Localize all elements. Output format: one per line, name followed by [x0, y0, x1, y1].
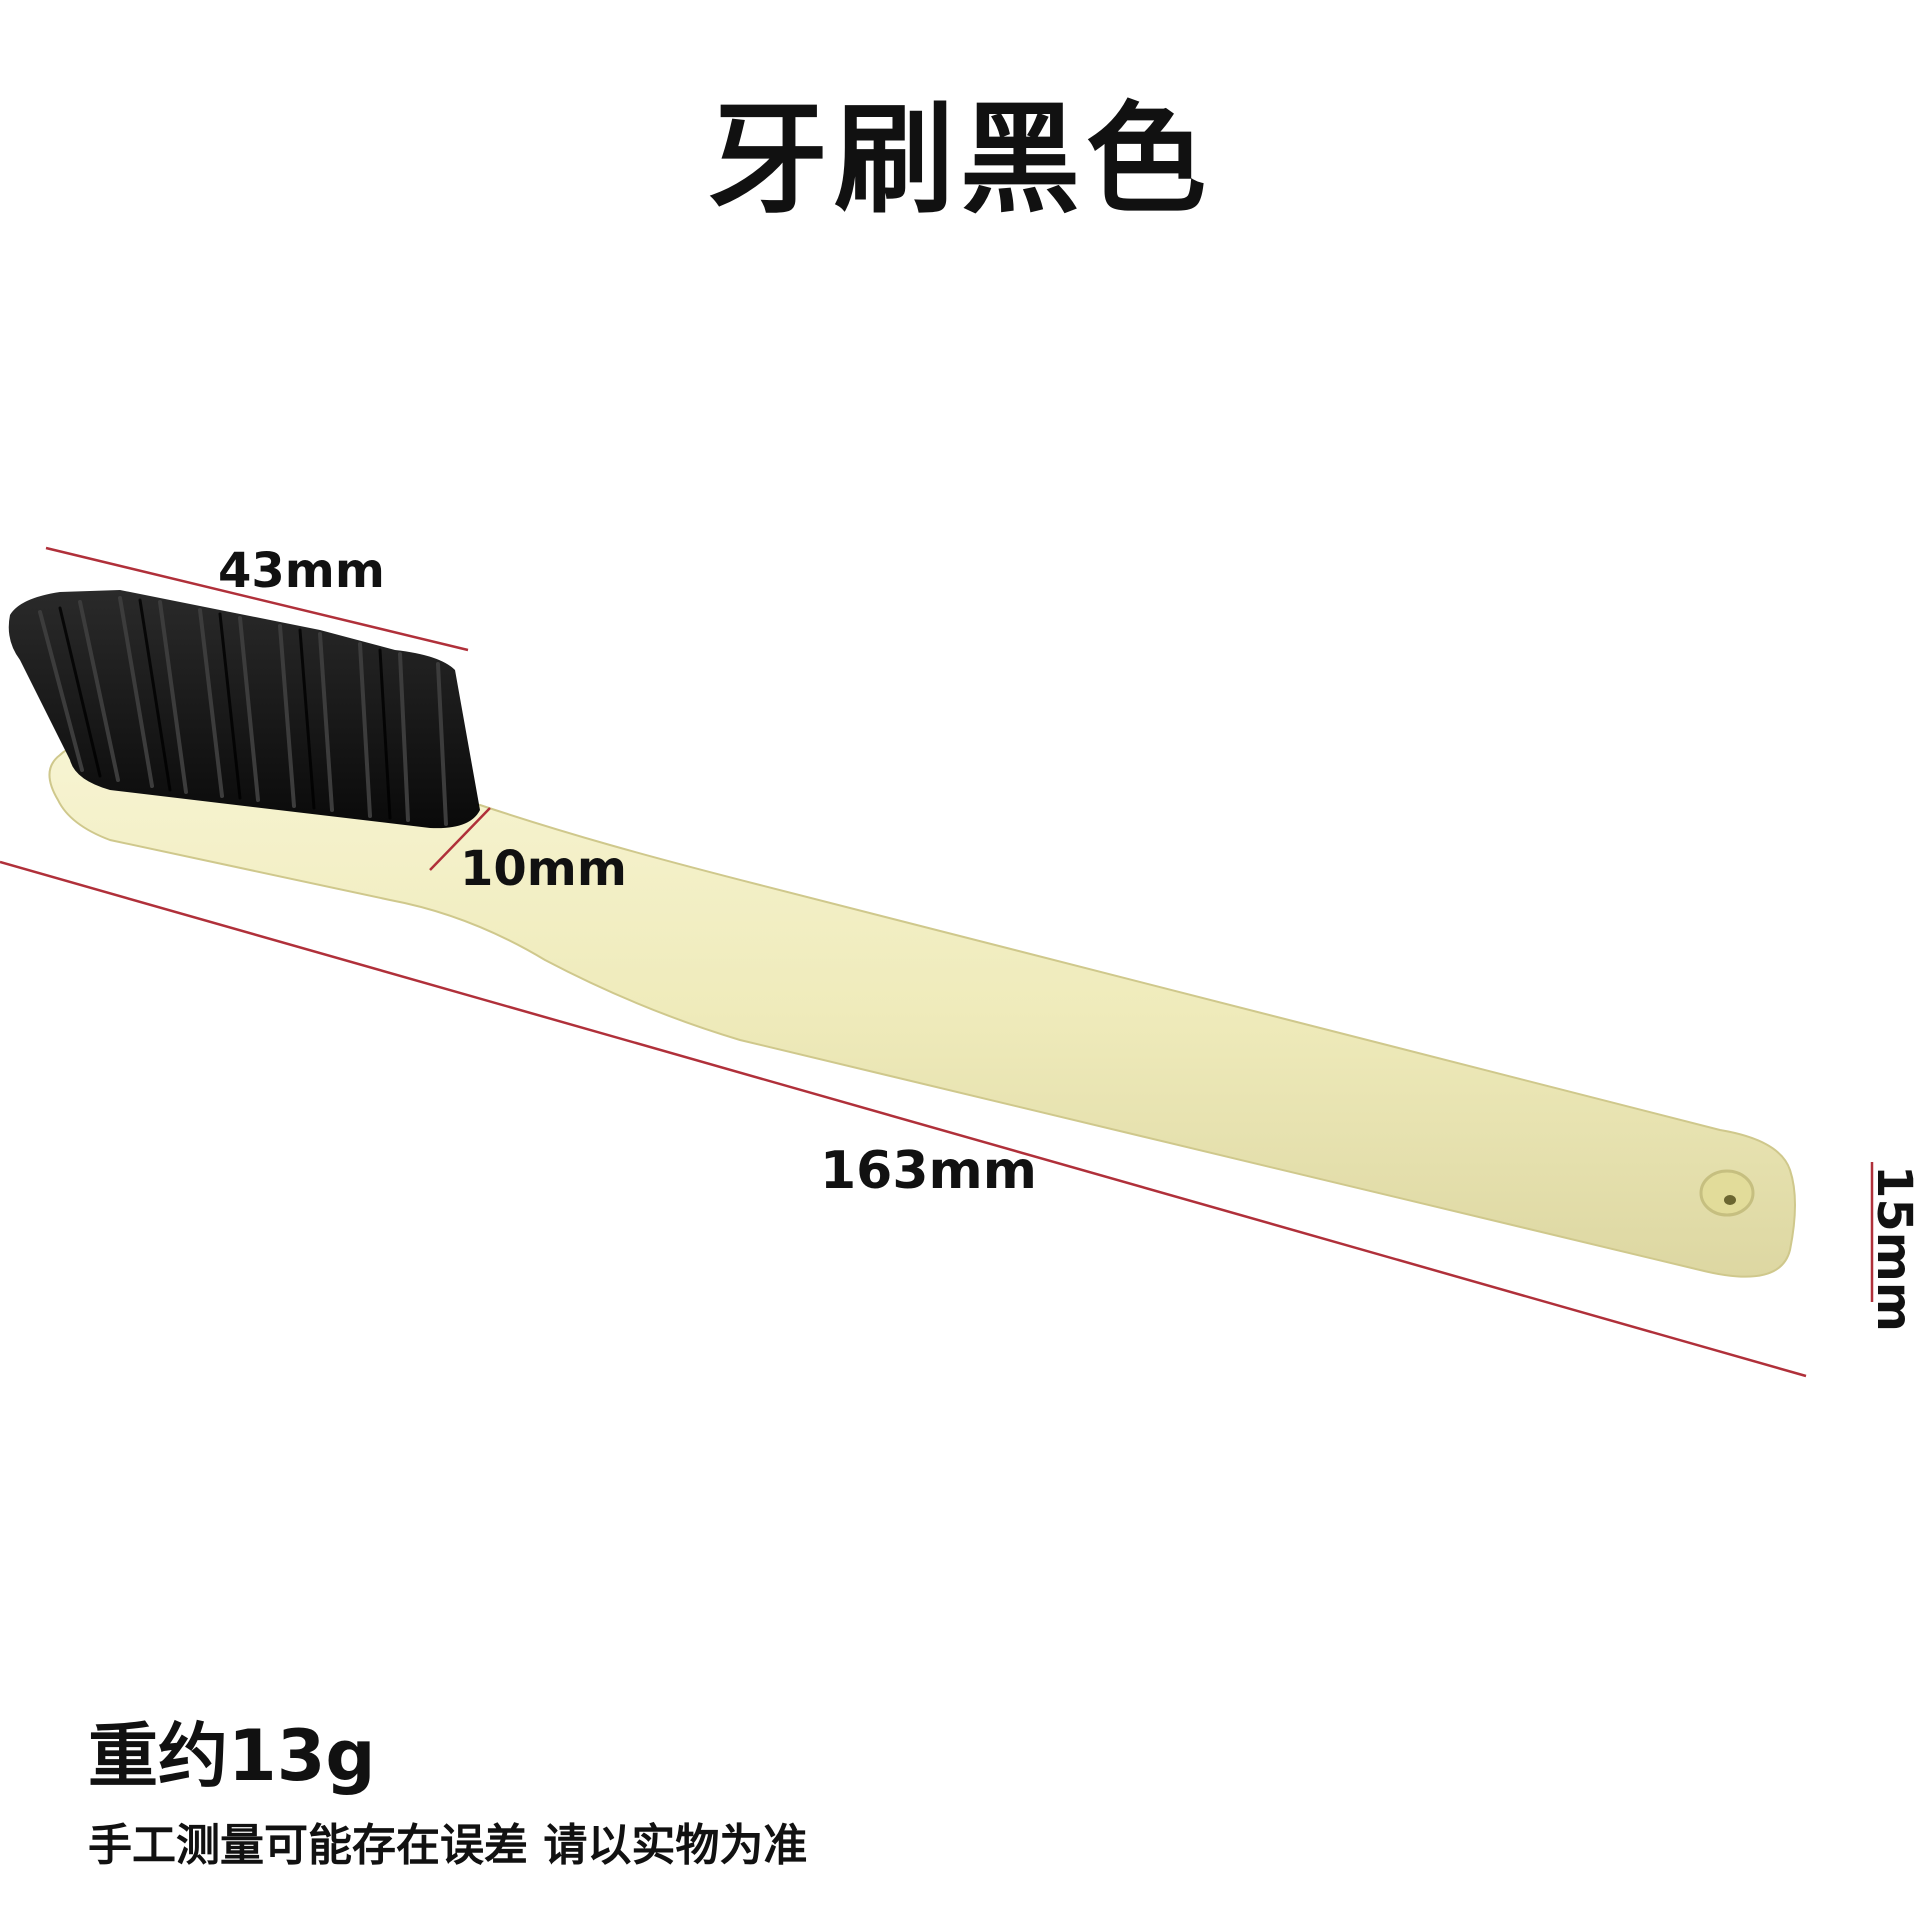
handle-hole [1699, 1169, 1755, 1217]
bristle-strands [38, 596, 448, 826]
head-length-line [45, 546, 469, 652]
head-thickness-line [429, 807, 491, 871]
toothbrush-handle [48, 742, 1796, 1278]
head-thickness-label: 10mm [460, 841, 627, 897]
disclaimer-text: 手工测量可能存在误差 请以实物为准 [88, 1820, 808, 1871]
page-title: 牙刷黑色 [708, 91, 1212, 230]
weight-text: 重约13g [88, 1715, 376, 1797]
dimension-lines [0, 546, 1874, 1378]
handle-width-label: 15mm [1866, 1165, 1920, 1332]
head-length-label: 43mm [218, 543, 385, 599]
total-length-line [0, 860, 1807, 1378]
toothbrush-icon [8, 590, 1796, 1278]
total-length-label: 163mm [820, 1141, 1037, 1201]
